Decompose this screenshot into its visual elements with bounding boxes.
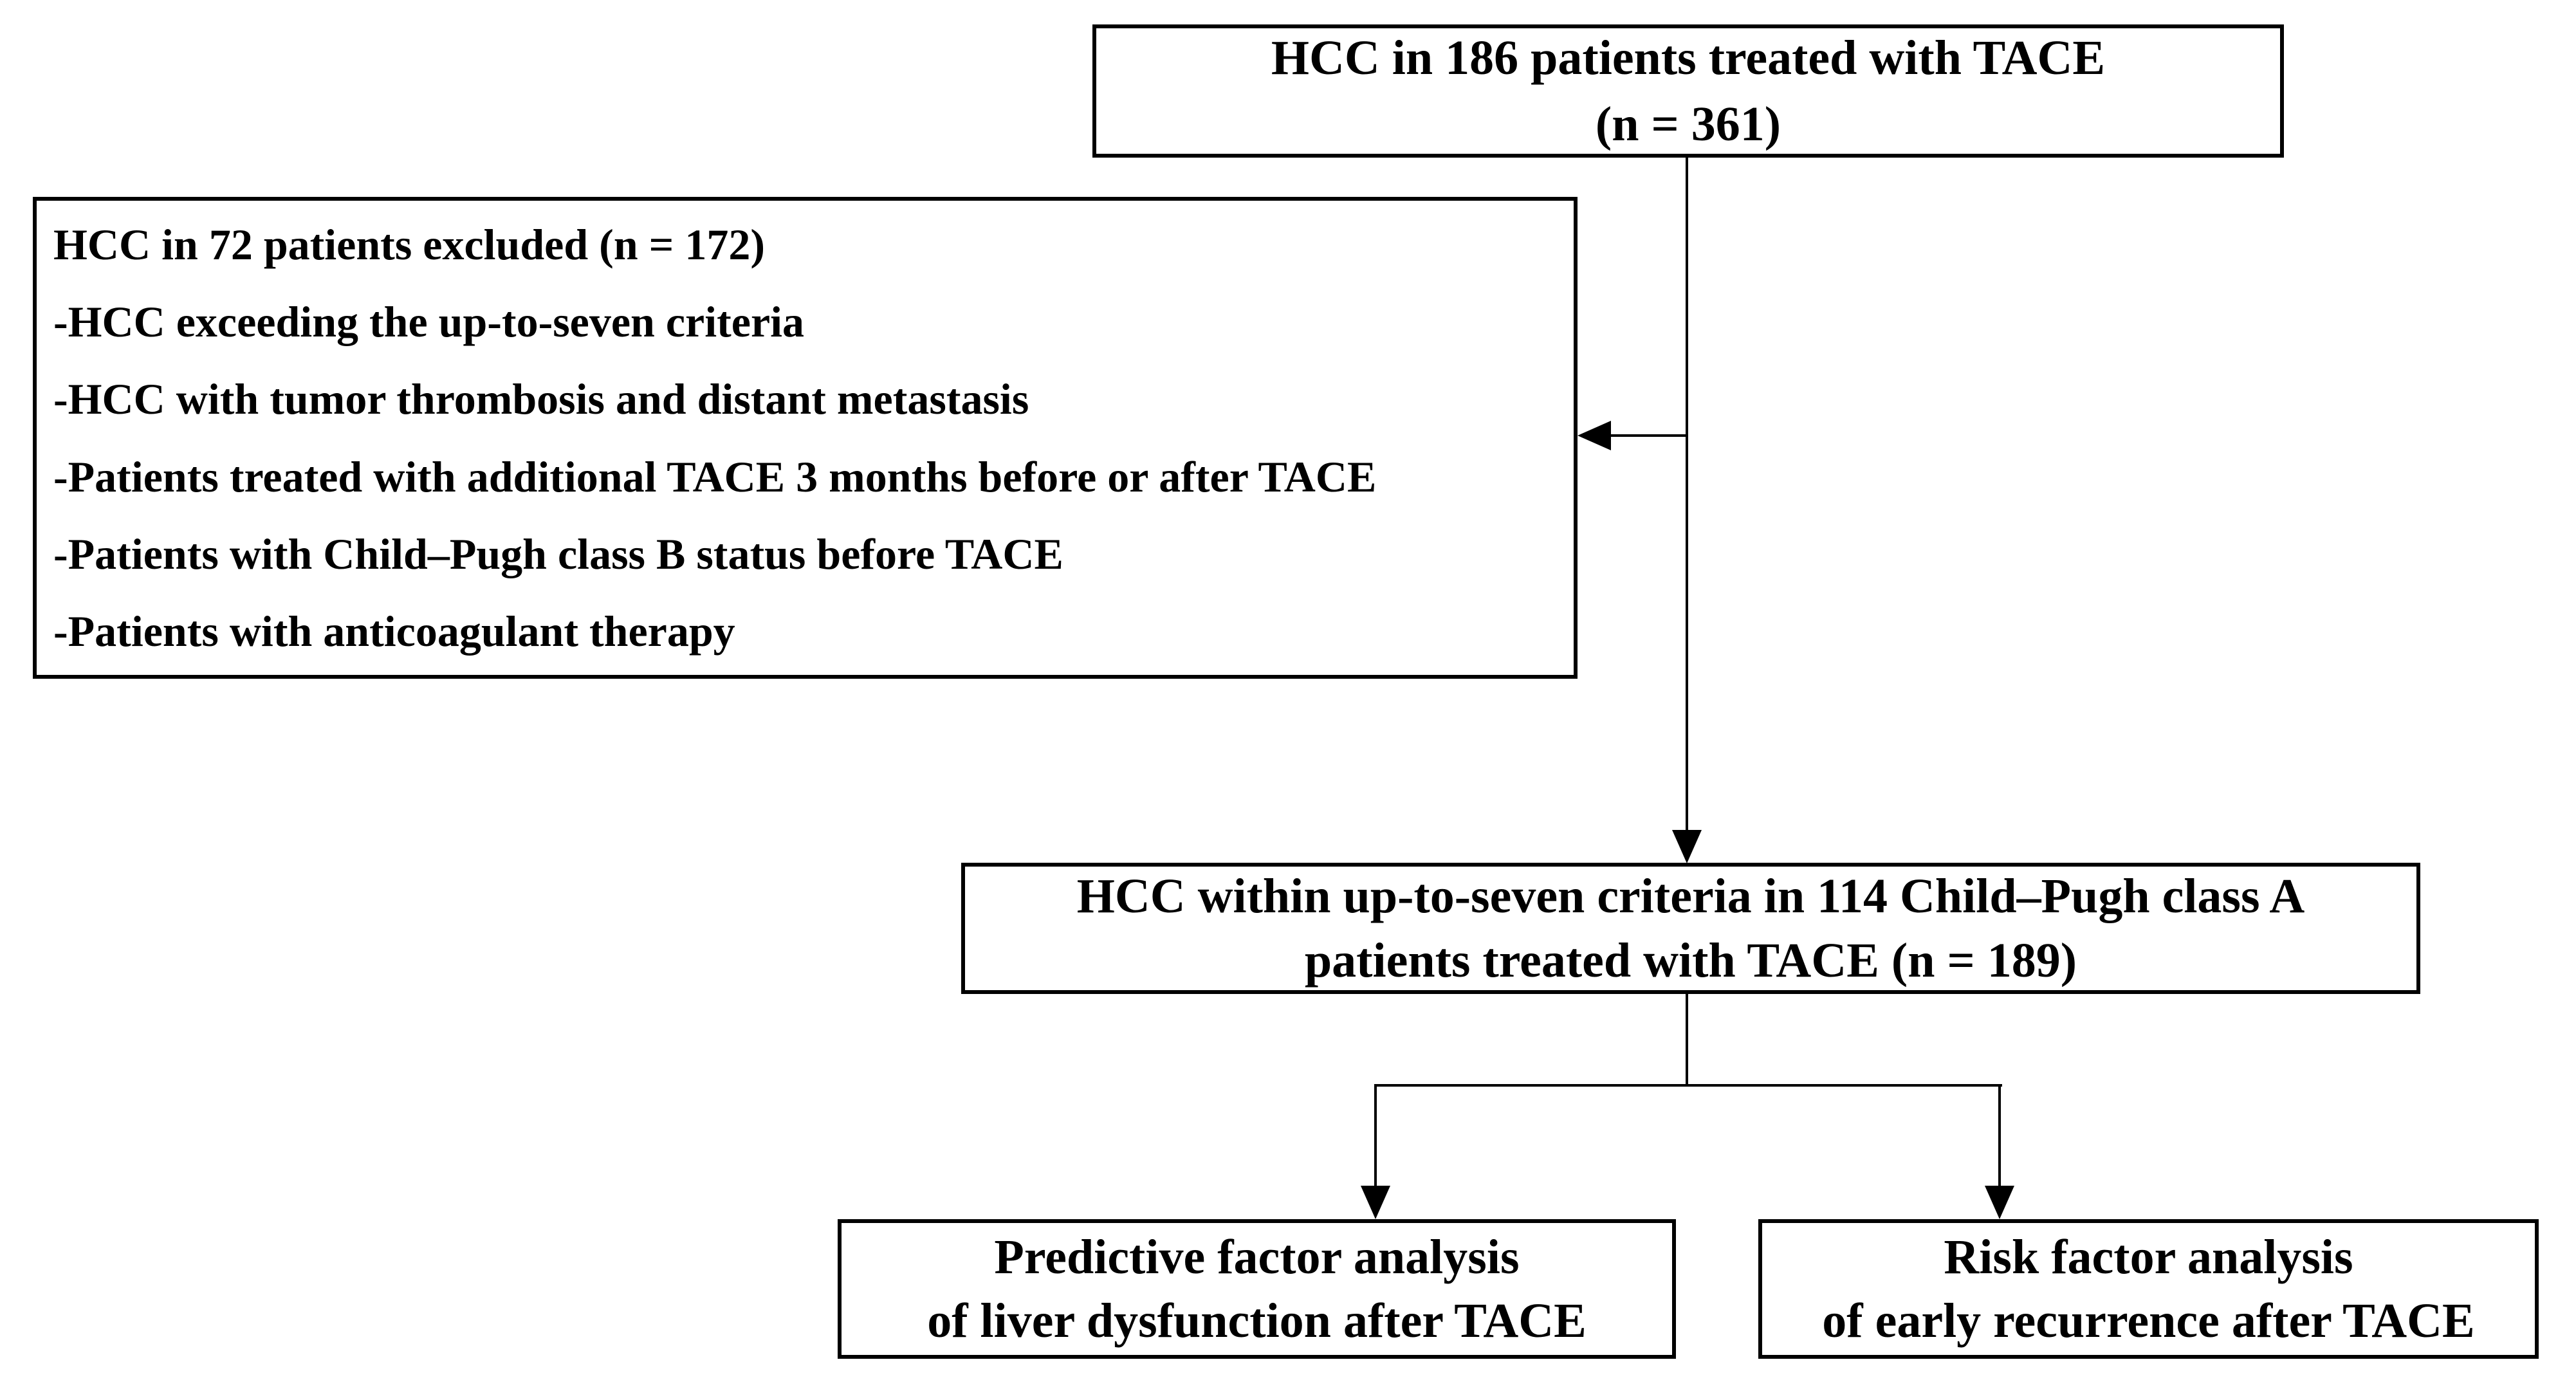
top-cohort-box: HCC in 186 patients treated with TACE (n…	[1092, 24, 2284, 158]
exclusion-item-3: -Patients treated with additional TACE 3…	[53, 452, 1377, 501]
flow-line-cohort-down	[1686, 994, 1688, 1085]
exclusion-item-5: -Patients with anticoagulant therapy	[53, 606, 735, 656]
predictive-analysis-line-2: of liver dysfunction after TACE	[927, 1293, 1587, 1348]
flow-line-split-right	[1998, 1084, 2001, 1187]
final-cohort-line-2: patients treated with TACE (n = 189)	[1304, 934, 2077, 988]
exclusion-criteria-box: HCC in 72 patients excluded (n = 172) -H…	[33, 197, 1578, 679]
flow-line-split-left	[1374, 1084, 1377, 1187]
flow-line-splitter	[1374, 1084, 2002, 1087]
predictive-analysis-box: Predictive factor analysis of liver dysf…	[838, 1219, 1676, 1359]
exclusion-item-4: -Patients with Child–Pugh class B status…	[53, 529, 1063, 578]
risk-analysis-line-2: of early recurrence after TACE	[1822, 1293, 2475, 1348]
final-cohort-box: HCC within up-to-seven criteria in 114 C…	[961, 863, 2420, 994]
top-cohort-line-2: (n = 361)	[1595, 97, 1781, 151]
exclusion-header: HCC in 72 patients excluded (n = 172)	[53, 220, 766, 270]
arrowhead-left-into-exclusion-icon	[1578, 421, 1611, 450]
arrowhead-down-into-predictive-icon	[1361, 1186, 1390, 1219]
exclusion-item-1: -HCC exceeding the up-to-seven criteria	[53, 297, 805, 347]
flow-line-top-to-cohort	[1686, 158, 1688, 832]
top-cohort-line-1: HCC in 186 patients treated with TACE	[1271, 30, 2106, 85]
exclusion-item-2: -HCC with tumor thrombosis and distant m…	[53, 374, 1029, 424]
arrowhead-down-into-cohort-icon	[1672, 830, 1702, 863]
final-cohort-line-1: HCC within up-to-seven criteria in 114 C…	[1076, 869, 2305, 923]
risk-analysis-box: Risk factor analysis of early recurrence…	[1758, 1219, 2539, 1359]
flow-line-trunk-to-exclusion	[1605, 434, 1688, 437]
risk-analysis-line-1: Risk factor analysis	[1944, 1229, 2353, 1284]
arrowhead-down-into-risk-icon	[1985, 1186, 2014, 1219]
predictive-analysis-line-1: Predictive factor analysis	[994, 1229, 1520, 1284]
